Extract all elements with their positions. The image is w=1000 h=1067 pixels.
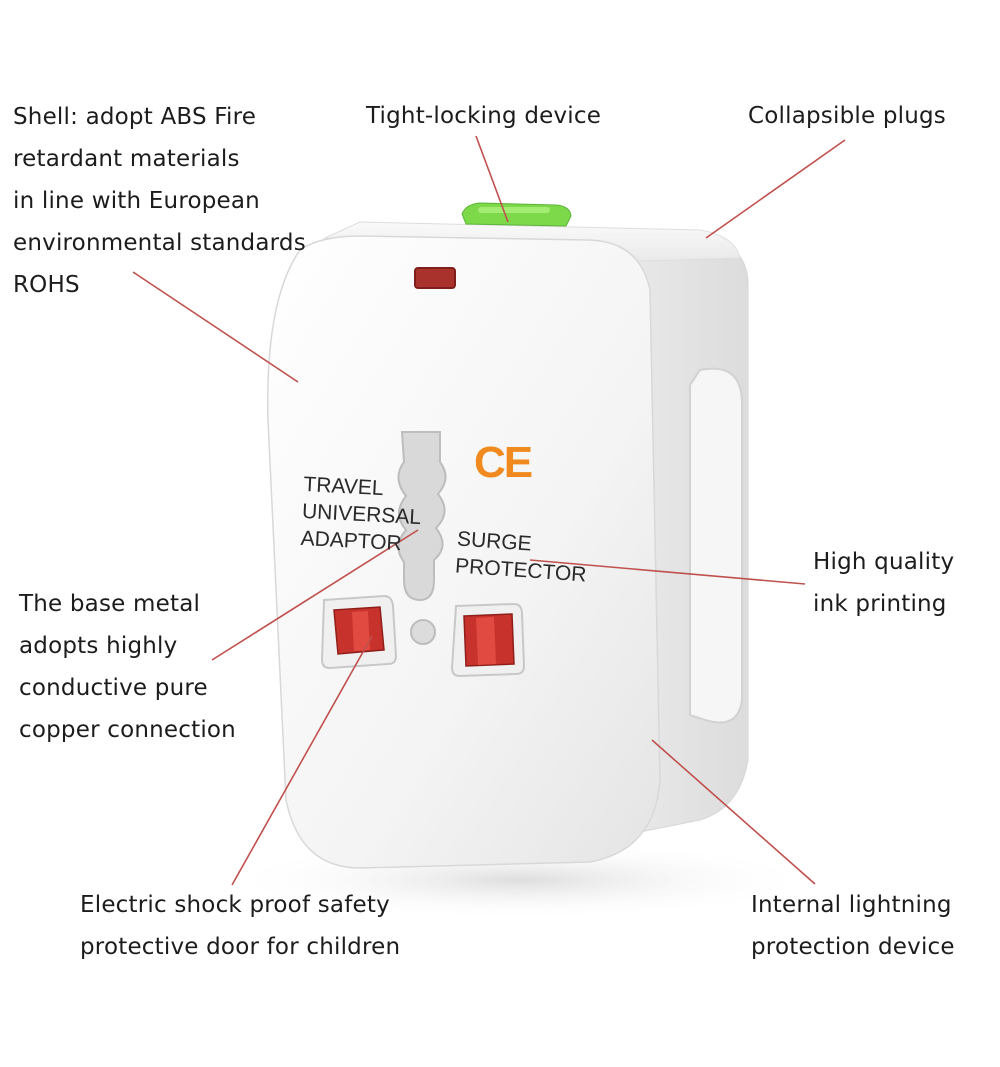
callout-line: Electric shock proof safety (80, 892, 390, 918)
leader-collapsible (705, 139, 846, 239)
brand-print: TRAVEL UNIVERSAL ADAPTOR (300, 471, 423, 558)
leader-lightning (651, 739, 816, 885)
callout-shell: Shell: adopt ABS Fire retardant material… (13, 96, 306, 306)
callout-line: Collapsible plugs (748, 103, 946, 129)
callout-line: Shell: adopt ABS Fire (13, 104, 257, 130)
callout-collapsible: Collapsible plugs (748, 95, 946, 137)
left-socket-icon (320, 594, 398, 670)
leader-shell (132, 271, 299, 383)
callout-line: adopts highly (19, 633, 178, 659)
leader-ink-printing (529, 559, 806, 585)
callout-line: protective door for children (80, 934, 401, 960)
lock-slider-icon (461, 202, 572, 227)
universal-slot (397, 431, 447, 602)
leader-base-metal (211, 529, 419, 661)
callout-line: The base metal (19, 591, 201, 617)
callout-line: environmental standards (13, 230, 306, 256)
indicator-light (414, 267, 456, 289)
callout-tight-locking: Tight-locking device (366, 95, 601, 137)
surge-print: SURGE PROTECTOR (454, 525, 589, 588)
callout-line: Internal lightning (751, 892, 952, 918)
callout-line: ink printing (813, 591, 947, 617)
callout-line: High quality (813, 549, 955, 575)
callout-line: Tight-locking device (366, 103, 602, 129)
callout-line: copper connection (19, 717, 236, 743)
ground-hole (410, 619, 436, 645)
right-socket-icon (450, 602, 526, 678)
leader-shock-proof (231, 635, 373, 886)
ce-mark-icon: CE (474, 438, 533, 487)
side-recess (689, 367, 743, 724)
callout-line: retardant materials (13, 146, 240, 172)
callout-line: in line with European (13, 188, 260, 214)
leader-tight-locking (475, 135, 509, 223)
callout-base-metal: The base metal adopts highly conductive … (19, 583, 236, 751)
callout-lightning: Internal lightning protection device (751, 884, 955, 968)
callout-line: protection device (751, 934, 955, 960)
adapter-front (267, 235, 661, 869)
callout-line: conductive pure (19, 675, 208, 701)
callout-ink-printing: High quality ink printing (813, 541, 954, 625)
callout-shock-proof: Electric shock proof safety protective d… (80, 884, 400, 968)
callout-line: ROHS (13, 272, 80, 298)
